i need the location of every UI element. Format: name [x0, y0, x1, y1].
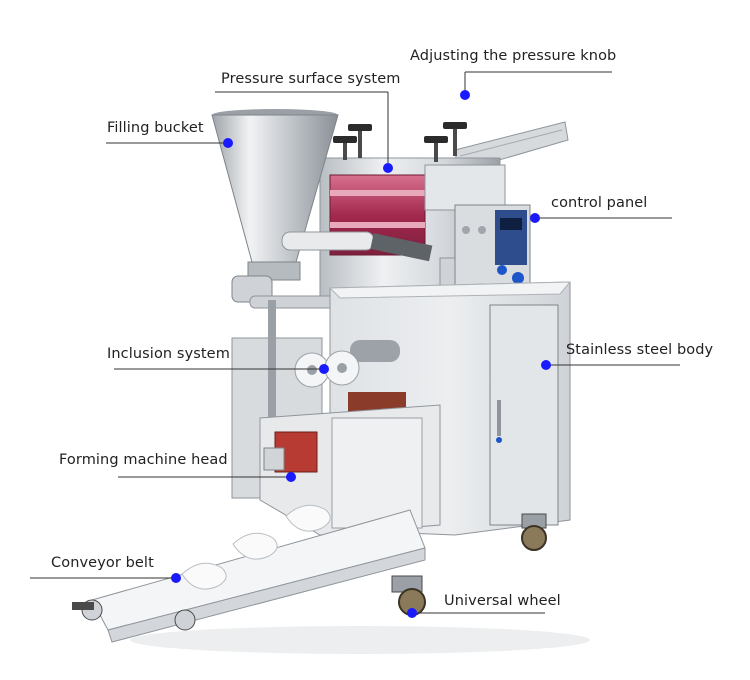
label-control-panel: control panel — [551, 195, 648, 211]
marker-pressure-surface — [383, 163, 393, 173]
pressure-knobs — [333, 122, 467, 162]
marker-stainless-body — [541, 360, 551, 370]
wheels — [391, 513, 547, 616]
leader-lines — [30, 71, 680, 614]
label-universal-wheel: Universal wheel — [444, 593, 561, 609]
floor-shadow — [130, 626, 590, 654]
feed-pipe — [249, 231, 433, 309]
marker-conveyor-belt — [171, 573, 181, 583]
marker-control-panel — [530, 213, 540, 223]
markers — [171, 90, 551, 618]
filling-bucket — [211, 109, 339, 303]
marker-inclusion-system — [319, 364, 329, 374]
marker-filling-bucket — [223, 138, 233, 148]
marker-universal-wheel — [407, 608, 417, 618]
dumplings — [181, 504, 331, 590]
label-pressure-surface: Pressure surface system — [221, 71, 401, 87]
label-stainless-body: Stainless steel body — [566, 342, 714, 358]
label-conveyor-belt: Conveyor belt — [51, 555, 154, 571]
marker-adjusting-knob — [460, 90, 470, 100]
label-filling-bucket: Filling bucket — [107, 120, 204, 136]
label-forming-head: Forming machine head — [59, 452, 228, 468]
label-adjusting-knob: Adjusting the pressure knob — [410, 48, 617, 64]
forming-head — [259, 404, 441, 536]
conveyor — [72, 509, 426, 643]
marker-forming-head — [286, 472, 296, 482]
label-inclusion-system: Inclusion system — [107, 346, 230, 362]
control-panel-box — [454, 204, 531, 294]
